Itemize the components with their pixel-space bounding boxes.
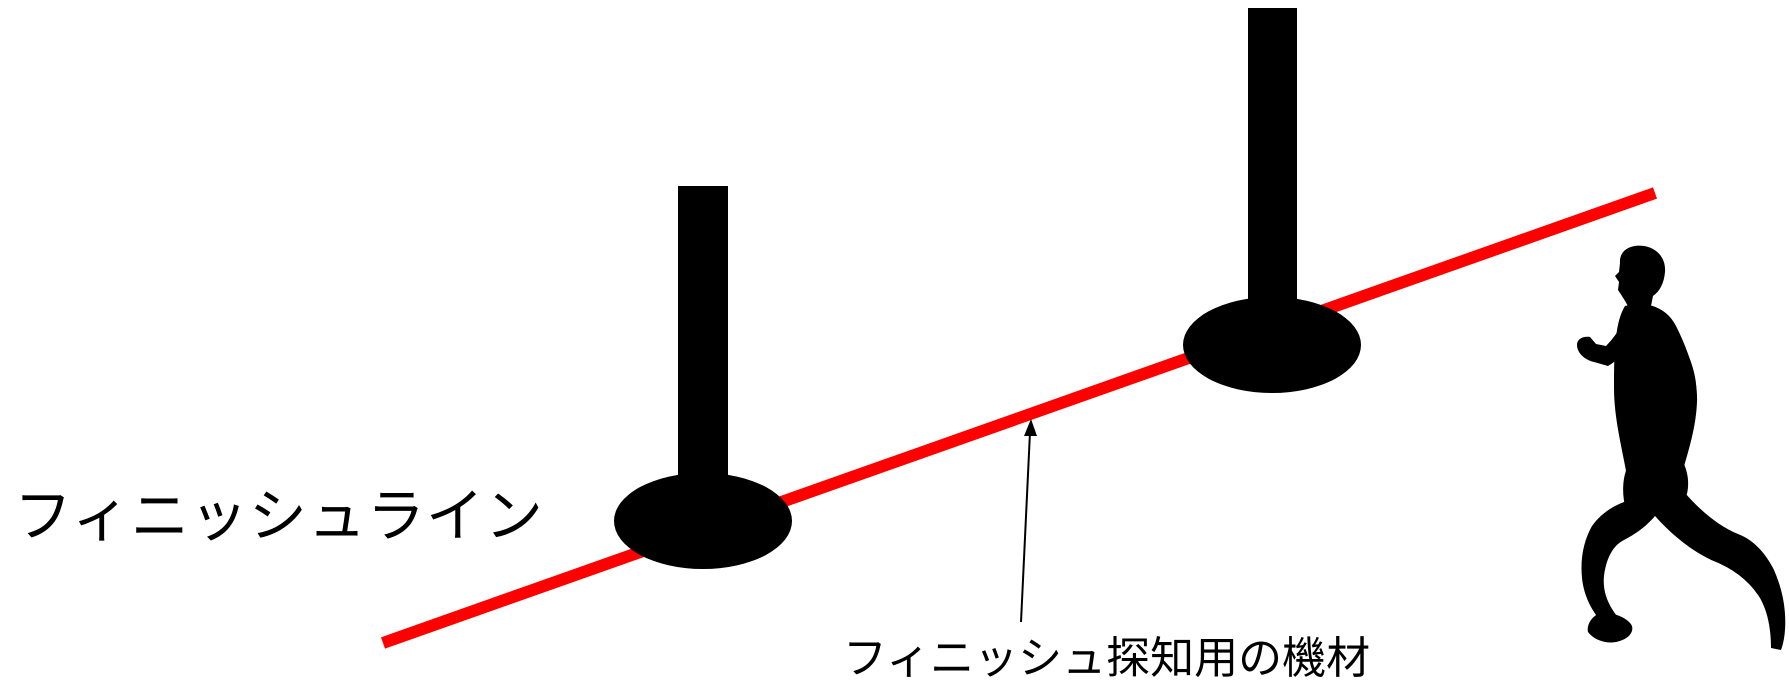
finish-line-label: フィニッシュライン bbox=[14, 482, 544, 550]
finish-line bbox=[380, 187, 1658, 649]
detection-post-right bbox=[1183, 8, 1361, 393]
post-pole bbox=[1248, 8, 1297, 310]
arrowhead bbox=[1024, 419, 1037, 436]
post-pole bbox=[678, 186, 728, 481]
runner-silhouette-icon bbox=[1577, 245, 1786, 650]
annotation-arrow bbox=[1020, 419, 1037, 623]
equipment-label: フィニッシュ探知用の機材 bbox=[843, 633, 1371, 684]
detection-post-left bbox=[614, 186, 792, 569]
arrow-shaft bbox=[1020, 431, 1031, 623]
post-base bbox=[614, 473, 792, 569]
post-base bbox=[1183, 297, 1361, 393]
